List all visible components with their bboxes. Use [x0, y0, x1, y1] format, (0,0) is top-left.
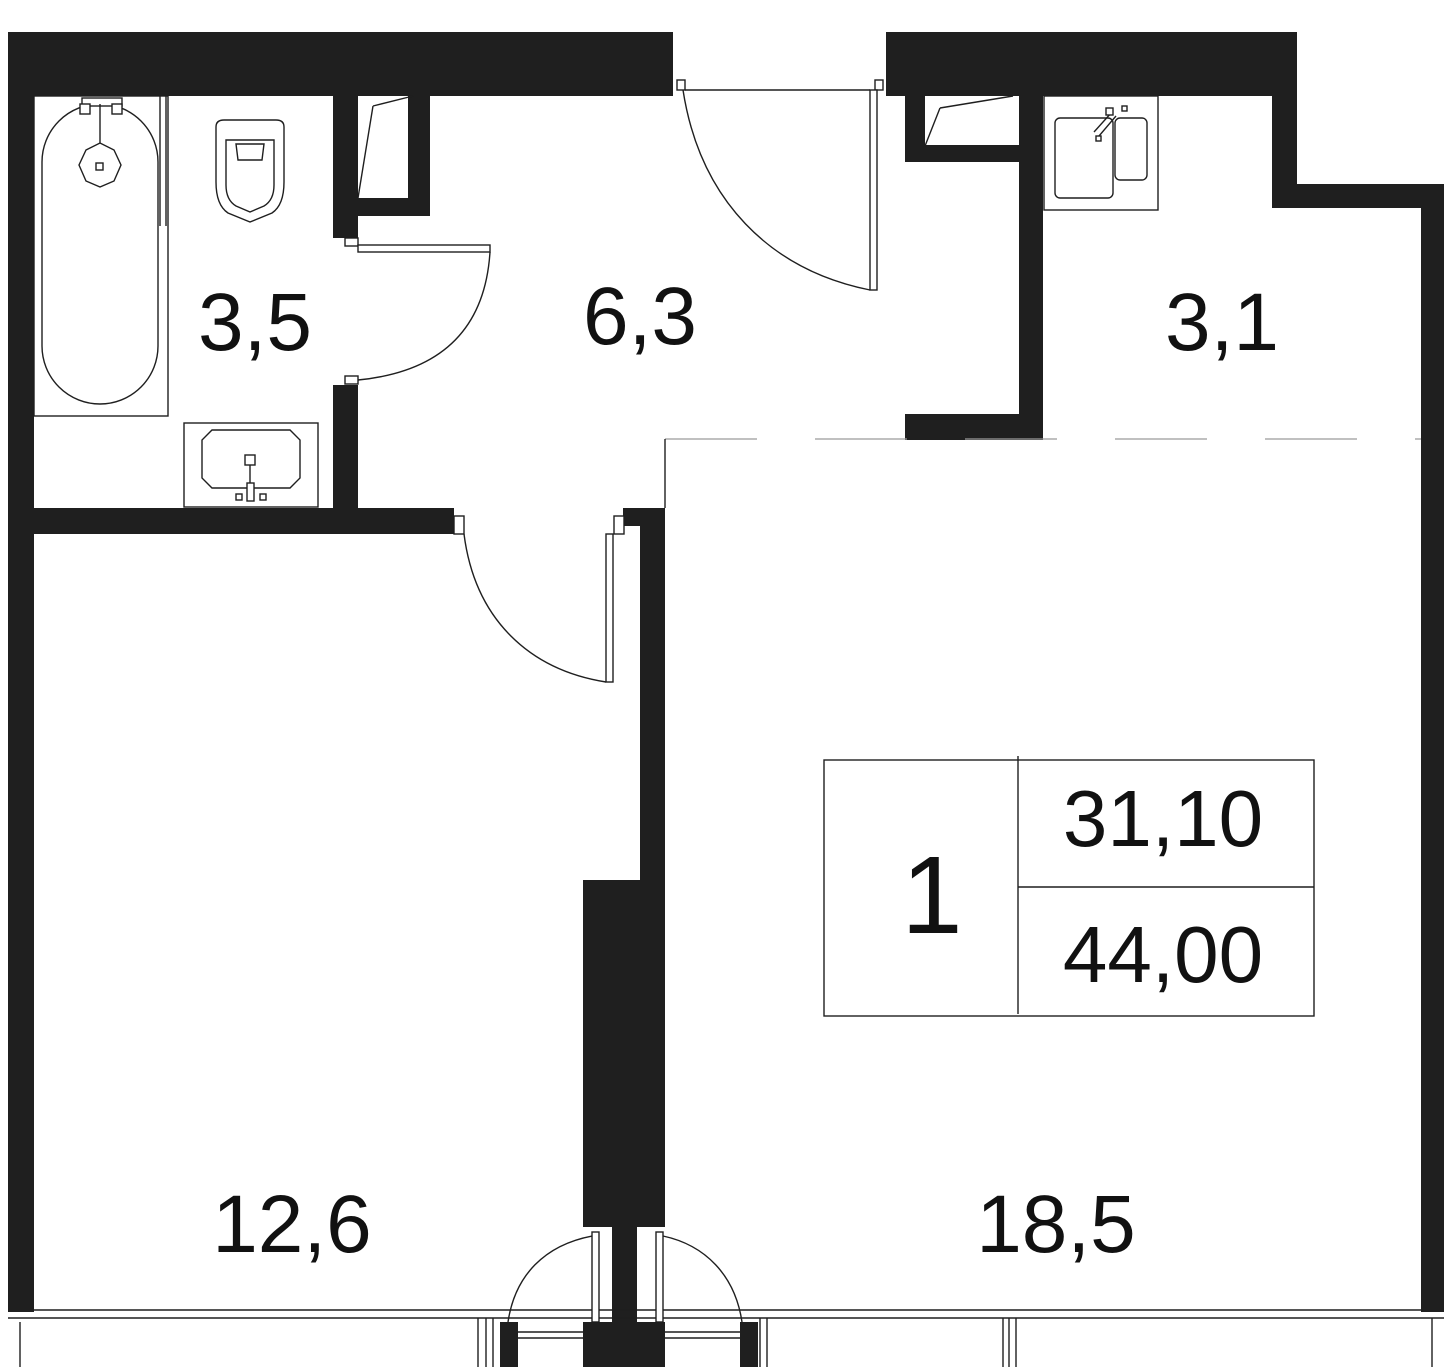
total-area-value: 44,00	[1063, 910, 1263, 999]
room-count: 1	[901, 834, 962, 957]
room-area-living-room: 18,5	[976, 1179, 1136, 1270]
interior-walls	[8, 90, 1043, 1367]
living-area-value: 31,10	[1063, 774, 1263, 863]
kitchen-sink-icon	[1043, 95, 1159, 211]
bathroom-door	[344, 237, 491, 385]
room-area-bedroom: 12,6	[212, 1179, 372, 1270]
room-area-kitchen: 3,1	[1165, 277, 1279, 368]
kitchen-niche-door	[924, 95, 1014, 147]
closet-door	[357, 95, 414, 199]
toilet-icon	[215, 119, 285, 223]
room-area-bathroom: 3,5	[198, 277, 312, 368]
bathtub-icon	[33, 95, 169, 417]
washbasin-icon	[183, 422, 319, 508]
window-strip	[8, 1309, 1444, 1367]
apartment-summary-box: 1 31,10 44,00	[823, 756, 1315, 1017]
balcony-doors	[507, 1231, 743, 1323]
entrance-door	[676, 79, 884, 291]
room-area-hallway: 6,3	[583, 271, 697, 362]
bedroom-door	[453, 515, 625, 683]
exterior-walls	[8, 32, 1444, 1312]
